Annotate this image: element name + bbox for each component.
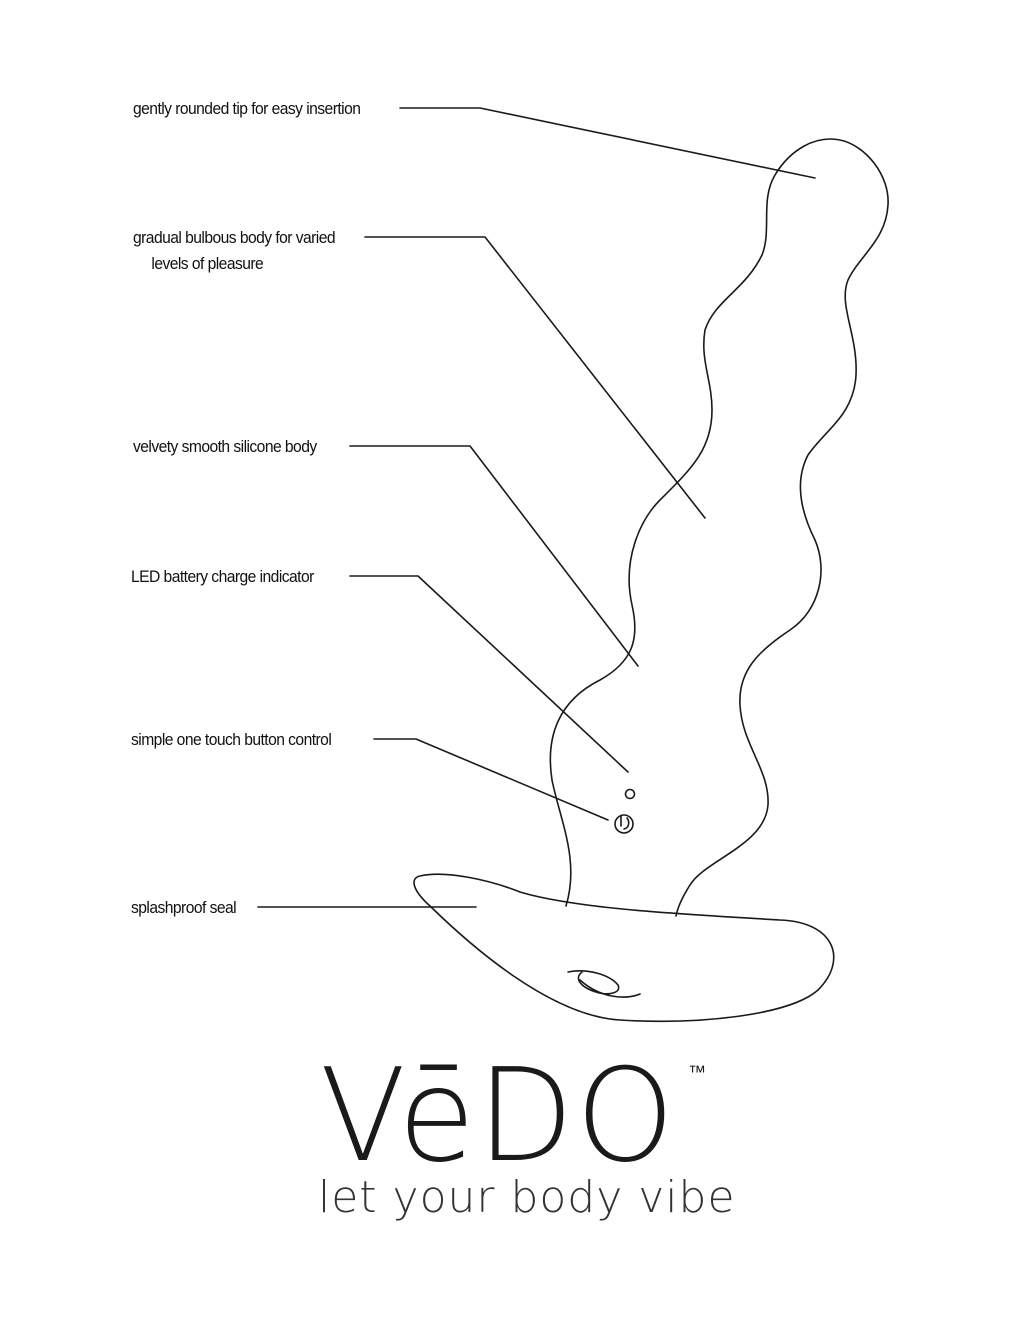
callout-bulbous: gradual bulbous body for varied levels o… [133,225,336,277]
power-button-icon [614,814,634,834]
brand-logo: VēDO [320,1042,677,1191]
callout-led-text: LED battery charge indicator [131,567,314,586]
leader-line-button [373,738,609,821]
leader-line-bulbous [364,236,706,519]
callout-silicone-text: velvety smooth silicone body [133,437,317,456]
callout-button-text: simple one touch button control [131,730,332,749]
leader-line-tip [399,107,816,179]
callout-seal: splashproof seal [131,895,237,921]
leader-line-silicone [349,445,639,667]
callout-button: simple one touch button control [131,727,332,753]
brand-tagline: let your body vibe [318,1172,736,1223]
base-button-icon [567,970,620,995]
power-button-symbol [620,815,630,830]
callout-seal-text: splashproof seal [131,898,237,917]
callout-tip: gently rounded tip for easy insertion [133,96,361,122]
callout-bulbous-line-2: levels of pleasure [151,254,264,273]
product-body-outline [549,138,889,917]
callout-led: LED battery charge indicator [131,564,314,590]
base-button-arc [579,979,641,998]
trademark-symbol: ™ [688,1062,706,1082]
base-outline [413,873,835,1022]
callout-silicone: velvety smooth silicone body [133,434,317,460]
callout-bulbous-line-1: gradual bulbous body for varied [133,228,336,247]
callout-tip-text: gently rounded tip for easy insertion [133,99,361,118]
led-indicator-icon [624,788,636,800]
leader-line-led [349,575,629,773]
